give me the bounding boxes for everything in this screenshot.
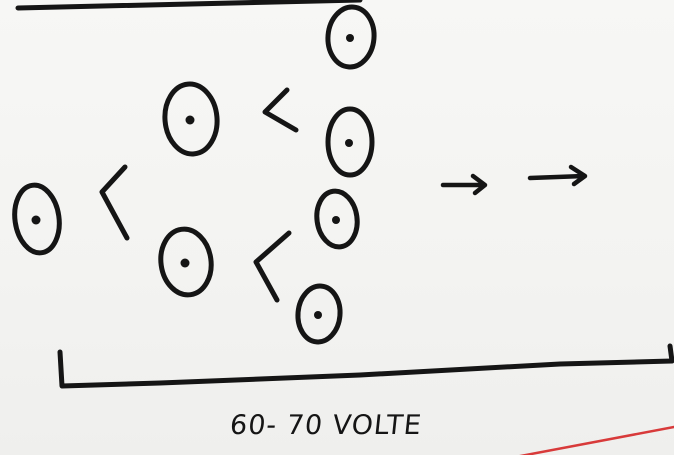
cell-generation-2-bottom-nucleus [181, 259, 190, 268]
cell-generation-3-b-nucleus [345, 139, 353, 147]
marker-strokes [10, 0, 674, 455]
red-marker-stroke [510, 427, 674, 455]
cell-generation-3-d-nucleus [314, 311, 322, 319]
branch-gen2-bottom-to-gen3 [256, 233, 289, 300]
cell-generation-3-c-nucleus [332, 216, 340, 224]
cell-generation-1-nucleus [32, 216, 41, 225]
cell-generation-3-a-nucleus [346, 34, 354, 42]
continuation-arrow-2-shaft [530, 176, 584, 178]
branch-gen1-to-gen2 [102, 167, 127, 238]
branch-gen2-top-to-gen3 [265, 90, 296, 130]
cell-generation-2-top-nucleus [186, 116, 195, 125]
bracket [60, 346, 672, 386]
top-marker-line [18, 0, 360, 8]
caption-text: 60- 70 VOLTE [228, 406, 452, 446]
